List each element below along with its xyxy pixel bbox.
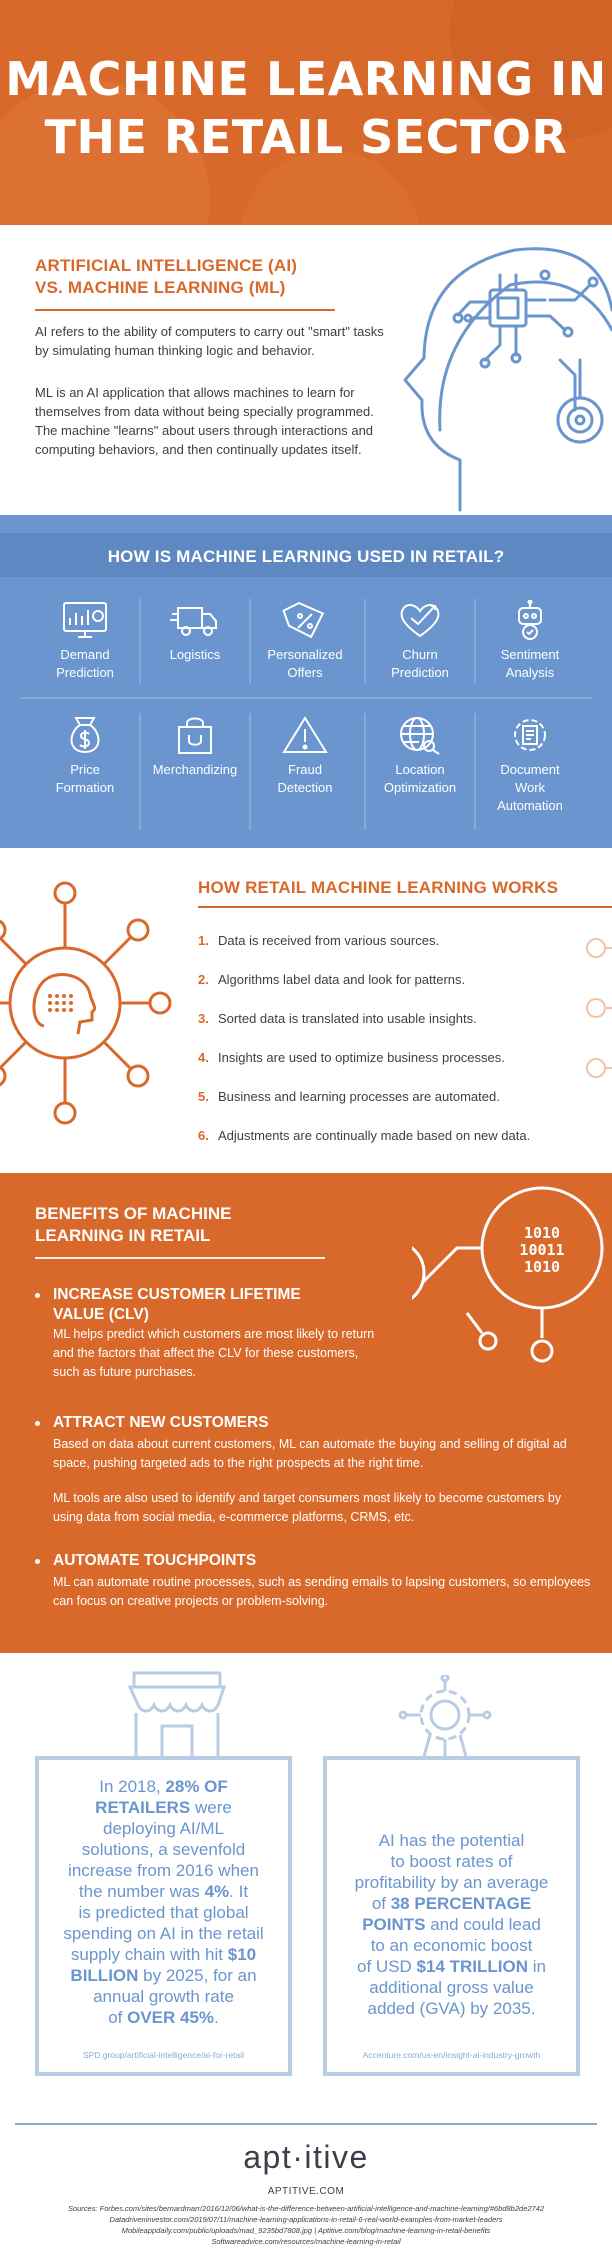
document-gear-icon bbox=[514, 719, 546, 751]
ai-vs-ml-heading: ARTIFICIAL INTELLIGENCE (AI) VS. MACHINE… bbox=[35, 256, 298, 297]
benefit-new-customers-title: ATTRACT NEW CUSTOMERS bbox=[53, 1414, 269, 1431]
how-works-heading: HOW RETAIL MACHINE LEARNING WORKS bbox=[198, 878, 559, 897]
shopping-bag-icon bbox=[178, 717, 212, 754]
bullet-dot bbox=[35, 1293, 40, 1298]
aptitive-website-link[interactable]: APTITIVE.COM bbox=[267, 2186, 345, 2197]
page-title: MACHINE LEARNING IN THE RETAIL SECTOR bbox=[5, 52, 607, 164]
statistics-section: In 2018, 28% OF RETAILERS were deploying… bbox=[0, 1653, 612, 2123]
step-5: 5.Business and learning processes are au… bbox=[198, 1089, 500, 1104]
benefit-touchpoints-title: AUTOMATE TOUCHPOINTS bbox=[53, 1552, 257, 1569]
section-divider bbox=[35, 1257, 325, 1259]
warning-icon bbox=[282, 716, 328, 753]
ml-definition: ML is an AI application that allows mach… bbox=[35, 385, 374, 457]
header-banner: MACHINE LEARNING IN THE RETAIL SECTOR bbox=[0, 0, 612, 225]
benefit-touchpoints-text: ML can automate routine processes, such … bbox=[53, 1575, 591, 1608]
globe-search-icon bbox=[400, 717, 440, 755]
side-network-decoration bbox=[586, 938, 612, 1078]
binary-line-2: 10011 bbox=[519, 1241, 564, 1259]
money-bag-icon bbox=[70, 717, 100, 754]
retailer-adoption-source: SPD.group/artificial-intelligence/ai-for… bbox=[82, 2050, 245, 2060]
aptitive-logo: apt·itive bbox=[243, 2139, 369, 2175]
grid-lines bbox=[20, 599, 592, 830]
bullet-dot bbox=[35, 1421, 40, 1426]
header-background-pattern bbox=[0, 0, 612, 225]
how-ml-used-section: HOW IS MACHINE LEARNING USED IN RETAIL? … bbox=[0, 515, 612, 848]
step-4: 4.Insights are used to optimize business… bbox=[198, 1050, 505, 1065]
profitability-source: Accenture.com/us-en/insight-ai-industry-… bbox=[362, 2050, 541, 2060]
retailer-adoption-stat-text: In 2018, 28% OF RETAILERS were deploying… bbox=[63, 1777, 264, 2027]
chart-monitor-icon bbox=[63, 602, 107, 638]
heart-target-icon bbox=[400, 604, 440, 638]
section-heading-band bbox=[0, 533, 612, 577]
brain-circuit-icon bbox=[403, 247, 612, 512]
bullet-dot bbox=[35, 1559, 40, 1564]
use-logistics: Logistics bbox=[140, 600, 250, 664]
binary-line-3: 1010 bbox=[524, 1258, 560, 1276]
binary-network-decoration: 1010 10011 1010 bbox=[412, 1186, 604, 1363]
footer: apt·itive APTITIVE.COM Sources: Forbes.c… bbox=[0, 2123, 612, 2268]
step-3: 3.Sorted data is translated into usable … bbox=[198, 1011, 477, 1026]
ai-definition: AI refers to the ability of computers to… bbox=[35, 324, 384, 358]
sources-list: Sources: Forbes.com/sites/bernardmarr/20… bbox=[67, 2204, 545, 2246]
benefits-heading: BENEFITS OF MACHINE LEARNING IN RETAIL bbox=[35, 1204, 232, 1245]
binary-line-1: 1010 bbox=[524, 1224, 560, 1242]
use-merchandizing: Merchandizing bbox=[140, 715, 250, 779]
storefront-icon bbox=[127, 1671, 227, 1766]
retailer-adoption-stat-box: In 2018, 28% OF RETAILERS were deploying… bbox=[35, 1756, 292, 2076]
profitability-stat-text: AI has the potential to boost rates of p… bbox=[354, 1831, 549, 2018]
section-divider bbox=[198, 906, 612, 908]
benefit-new-customers-text-2: ML tools are also used to identify and t… bbox=[53, 1491, 562, 1524]
step-6: 6.Adjustments are continually made based… bbox=[198, 1128, 531, 1143]
profitability-stat-box: AI has the potential to boost rates of p… bbox=[323, 1756, 580, 2076]
benefits-section: 1010 10011 1010 BENEFITS OF MACHINE LEAR… bbox=[0, 1173, 612, 1653]
step-2: 2.Algorithms label data and look for pat… bbox=[198, 972, 466, 987]
how-used-heading: HOW IS MACHINE LEARNING USED IN RETAIL? bbox=[107, 547, 505, 566]
head-network-icon bbox=[0, 881, 172, 1125]
ai-vs-ml-section: ARTIFICIAL INTELLIGENCE (AI) VS. MACHINE… bbox=[0, 225, 612, 515]
percent-tag-icon bbox=[282, 601, 325, 639]
benefit-new-customers-text-1: Based on data about current customers, M… bbox=[53, 1437, 567, 1470]
how-ml-works-section: HOW RETAIL MACHINE LEARNING WORKS 1.Data… bbox=[0, 848, 612, 1173]
footer-divider bbox=[15, 2123, 597, 2125]
step-1: 1.Data is received from various sources. bbox=[198, 933, 440, 948]
section-divider bbox=[35, 309, 335, 311]
truck-icon bbox=[170, 607, 217, 636]
gear-circuit-icon bbox=[398, 1675, 492, 1760]
robot-icon bbox=[518, 600, 542, 640]
benefit-clv-text: ML helps predict which customers are mos… bbox=[53, 1327, 375, 1379]
